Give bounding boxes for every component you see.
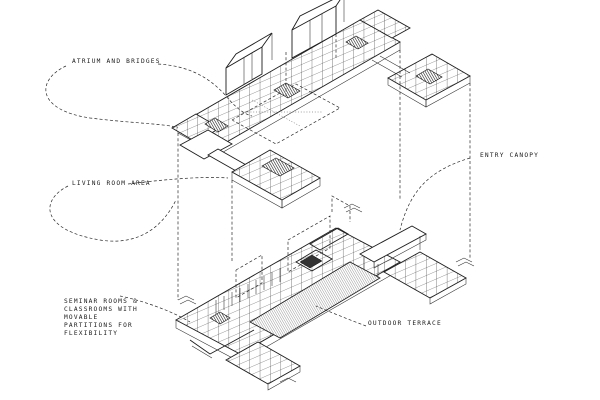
upper-floor [171, 0, 471, 209]
label-seminar-rooms: SEMINAR ROOMS & CLASSROOMS WITH MOVABLE … [64, 298, 138, 337]
roof-monitors [225, 0, 345, 96]
label-entry-canopy: ENTRY CANOPY [480, 152, 540, 159]
label-atrium-and-bridges: ATRIUM AND BRIDGES [72, 58, 161, 65]
projection-lines [177, 50, 471, 300]
lower-floor [175, 195, 475, 391]
label-outdoor-terrace: OUTDOOR TERRACE [368, 320, 442, 327]
label-living-room-area: LIVING ROOM AREA [72, 180, 151, 187]
leader-lines [45, 63, 471, 327]
